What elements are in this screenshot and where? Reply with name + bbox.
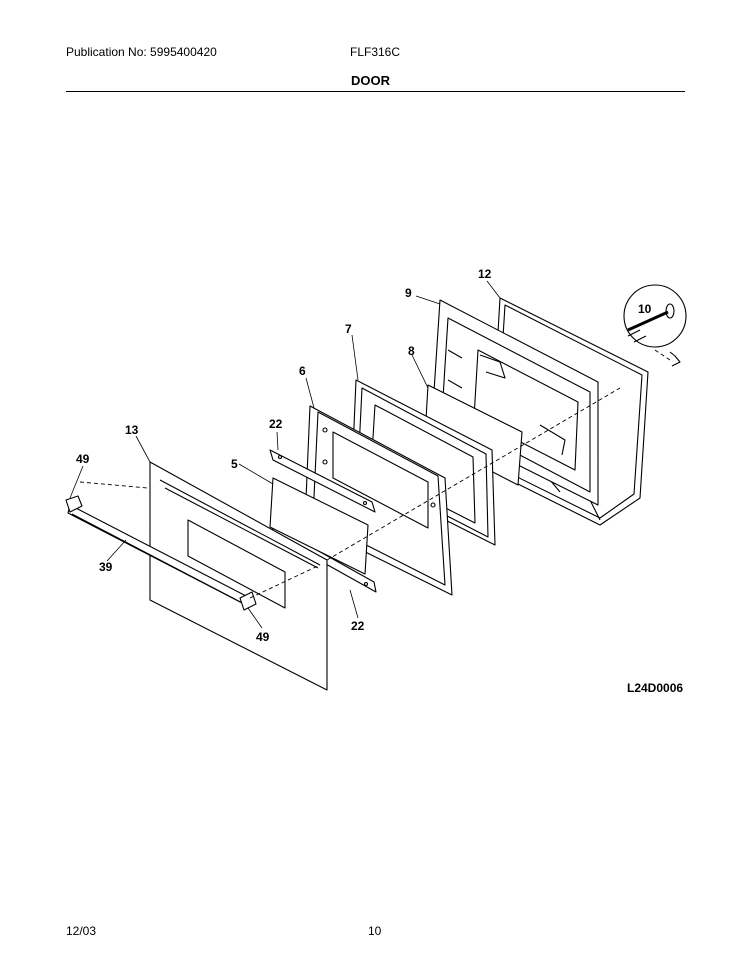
callout-10: 10 [638, 302, 652, 316]
part-screw-detail [623, 284, 687, 367]
part-handle-end-cap-right [239, 591, 257, 611]
callout-13: 13 [125, 423, 139, 437]
model-number: FLF316C [350, 45, 401, 59]
callout-49-left: 49 [76, 452, 90, 466]
publication-number: Publication No: 5995400420 [66, 45, 217, 59]
part-handle-end-cap-left [65, 495, 83, 513]
header-rule [66, 91, 685, 92]
callout-9: 9 [405, 286, 412, 300]
page-number: 10 [368, 924, 382, 938]
callout-5: 5 [231, 457, 238, 471]
part-outer-window-glass [269, 477, 369, 575]
callout-22-lower: 22 [351, 619, 365, 633]
section-title: DOOR [351, 73, 390, 88]
part-door-insulation-panel [431, 299, 599, 506]
callout-39: 39 [99, 560, 113, 574]
callout-6: 6 [299, 364, 306, 378]
callout-22-upper: 22 [269, 417, 283, 431]
callout-49-right: 49 [256, 630, 270, 644]
footer-date: 12/03 [66, 924, 97, 938]
part-window-frame [304, 405, 453, 596]
callout-leader-lines [69, 280, 501, 629]
drawing-code: L24D0006 [627, 681, 684, 695]
callout-8: 8 [408, 344, 415, 358]
assembly-guide-lines [79, 349, 671, 599]
callout-12: 12 [478, 267, 492, 281]
part-handle-bracket-upper [269, 449, 376, 513]
callout-7: 7 [345, 322, 352, 336]
